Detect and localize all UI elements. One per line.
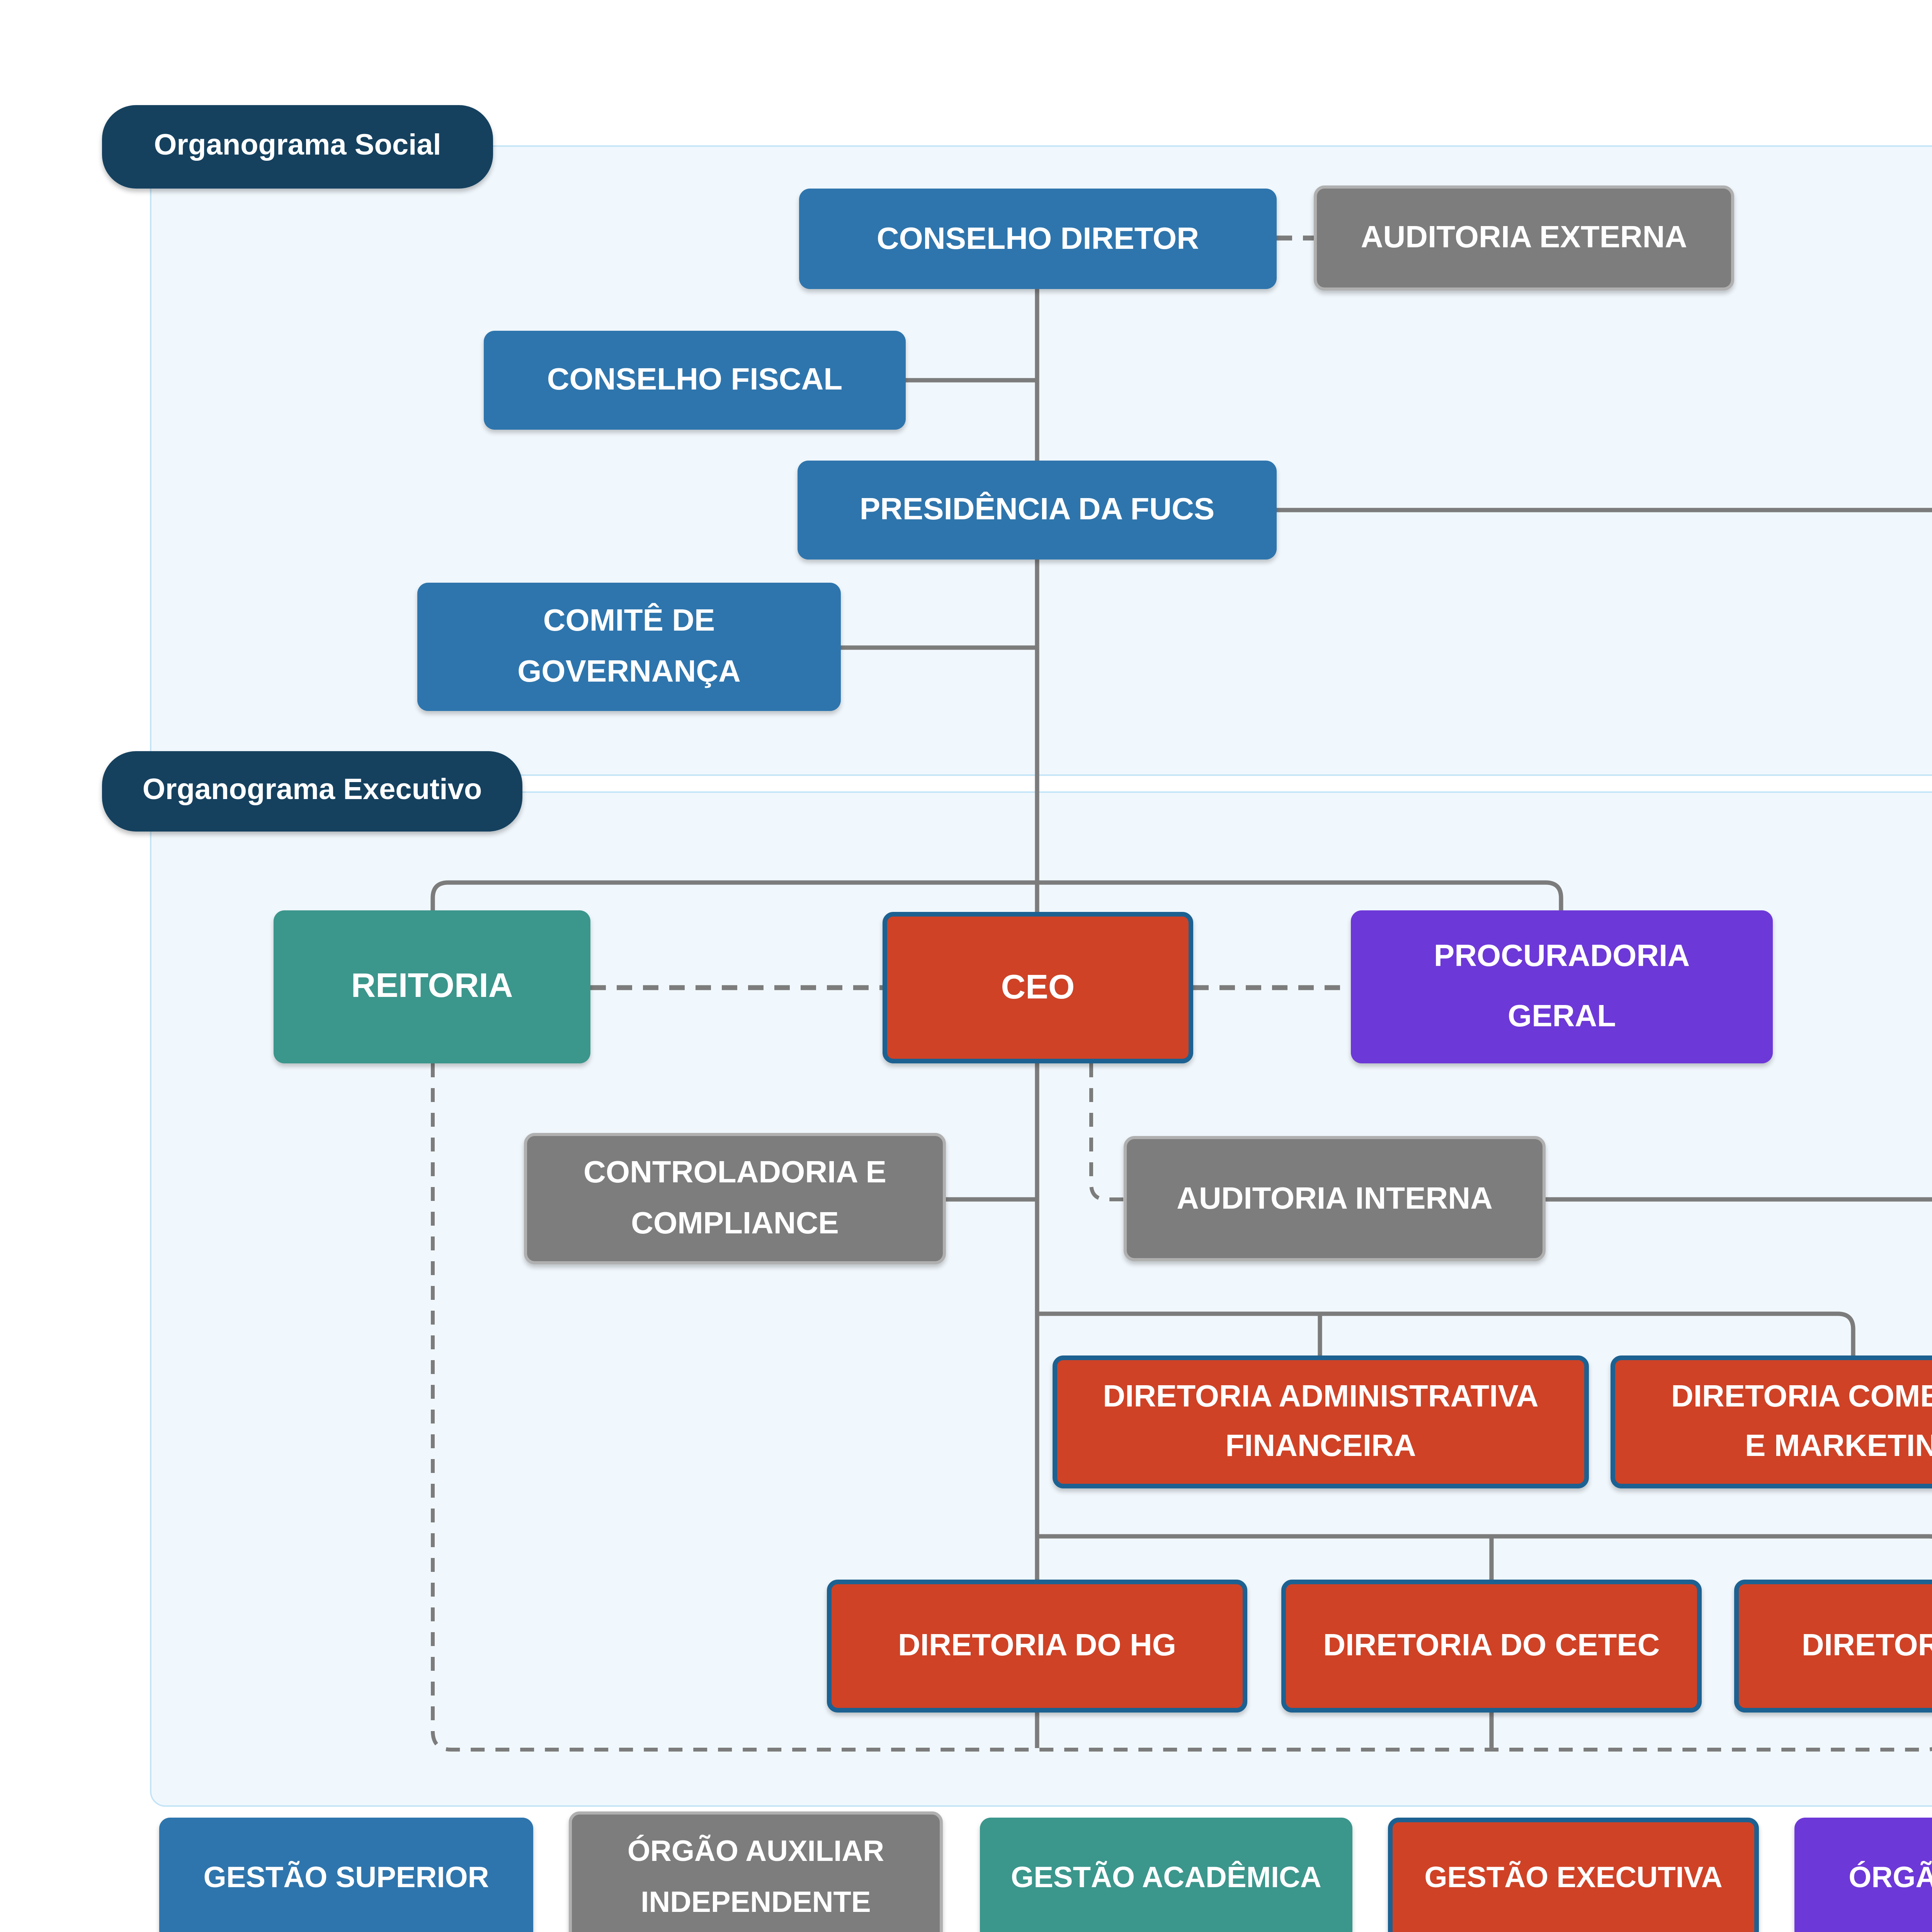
legend-label-line: ÓRGÃO AUXILIAR bbox=[627, 1835, 884, 1868]
node-comite-governanca: COMITÊ DE GOVERNANÇA bbox=[417, 583, 841, 711]
node-label-line: COMPLIANCE bbox=[631, 1207, 839, 1241]
legend-label-line: GESTÃO EXECUTIVA bbox=[1424, 1862, 1723, 1895]
node-label-line: CONSELHO FISCAL bbox=[547, 363, 843, 397]
node-diretoria-administrativa-financeira: DIRETORIA ADMINISTRATIVA FINANCEIRA bbox=[1053, 1355, 1589, 1488]
node-label-line: CONTROLADORIA E bbox=[583, 1156, 886, 1190]
connector-branch-diretorias-1 bbox=[1037, 1311, 1855, 1355]
node-label-line: PROCURADORIA bbox=[1434, 940, 1690, 974]
node-diretoria-do-hg: DIRETORIA DO HG bbox=[827, 1580, 1247, 1713]
node-label-line: DIRETORIA DO HG bbox=[898, 1629, 1176, 1663]
node-diretoria-do-cetec: DIRETORIA DO CETEC bbox=[1281, 1580, 1702, 1713]
node-label-line: REITORIA bbox=[351, 966, 513, 1005]
node-ceo: CEO bbox=[883, 912, 1193, 1063]
legend-gestao-academica: GESTÃO ACADÊMICA bbox=[980, 1818, 1352, 1932]
node-label-line: DIRETORIA COMERCIAL bbox=[1671, 1379, 1932, 1414]
section-pill-organograma-executivo: Organograma Executivo bbox=[102, 751, 522, 832]
node-label-line: FINANCEIRA bbox=[1225, 1430, 1416, 1464]
section-pill-organograma-social: Organograma Social bbox=[102, 105, 493, 189]
node-presidencia-fucs: PRESIDÊNCIA DA FUCS bbox=[798, 461, 1277, 560]
node-label-line: E MARKETING bbox=[1745, 1430, 1932, 1464]
connector-presidencia-auditoria-interna bbox=[1277, 508, 1932, 1202]
node-diretoria-comercial-marketing: DIRETORIA COMERCIAL E MARKETING bbox=[1611, 1355, 1932, 1488]
connector-branch-diretorias-2 bbox=[1037, 1534, 1932, 1539]
connector-dashed-reitoria-diretorias bbox=[431, 1063, 1932, 1752]
node-controladoria-compliance: CONTROLADORIA E COMPLIANCE bbox=[524, 1133, 946, 1264]
node-label-line: CEO bbox=[1001, 967, 1075, 1006]
node-label-line: DIRETORIA ADMINISTRATIVA bbox=[1103, 1379, 1539, 1414]
node-label-line: GERAL bbox=[1508, 1000, 1616, 1034]
legend-label-line: ÓRGÃO JURÍDICO bbox=[1849, 1862, 1932, 1895]
node-procuradoria-geral: PROCURADORIA GERAL bbox=[1351, 910, 1773, 1063]
node-diretoria-ucsfm: DIRETORIA UCSFM bbox=[1734, 1580, 1932, 1713]
node-label-line: CONSELHO DIRETOR bbox=[876, 222, 1199, 256]
legend-orgao-auxiliar-independente: ÓRGÃO AUXILIAR INDEPENDENTE bbox=[569, 1811, 943, 1932]
legend-gestao-superior: GESTÃO SUPERIOR bbox=[159, 1818, 533, 1932]
node-reitoria: REITORIA bbox=[274, 910, 590, 1063]
legend-orgao-juridico: ÓRGÃO JURÍDICO bbox=[1794, 1818, 1932, 1932]
node-conselho-fiscal: CONSELHO FISCAL bbox=[484, 331, 906, 430]
node-label-line: AUDITORIA INTERNA bbox=[1177, 1182, 1493, 1216]
node-label-line: AUDITORIA EXTERNA bbox=[1361, 221, 1687, 255]
legend-label-line: GESTÃO SUPERIOR bbox=[203, 1862, 489, 1895]
node-label-line: DIRETORIA UCSFM bbox=[1801, 1629, 1932, 1663]
legend-gestao-executiva: GESTÃO EXECUTIVA bbox=[1388, 1818, 1759, 1932]
section-label: Organograma Executivo bbox=[142, 774, 482, 806]
node-conselho-diretor: CONSELHO DIRETOR bbox=[799, 189, 1277, 289]
node-label-line: DIRETORIA DO CETEC bbox=[1323, 1629, 1660, 1663]
node-auditoria-interna: AUDITORIA INTERNA bbox=[1124, 1136, 1546, 1261]
connector-dashed-ceo-auditoria-interna bbox=[1089, 1063, 1124, 1201]
node-label-line: PRESIDÊNCIA DA FUCS bbox=[859, 493, 1215, 527]
legend-label-line: GESTÃO ACADÊMICA bbox=[1011, 1862, 1321, 1895]
node-auditoria-externa: AUDITORIA EXTERNA bbox=[1314, 185, 1734, 291]
connector-bracket-reitoria-procuradoria bbox=[430, 880, 1563, 910]
section-label: Organograma Social bbox=[154, 129, 441, 162]
node-label-line: COMITÊ DE bbox=[543, 604, 715, 638]
node-label-line: GOVERNANÇA bbox=[517, 656, 741, 690]
legend-label-line: INDEPENDENTE bbox=[641, 1888, 871, 1920]
